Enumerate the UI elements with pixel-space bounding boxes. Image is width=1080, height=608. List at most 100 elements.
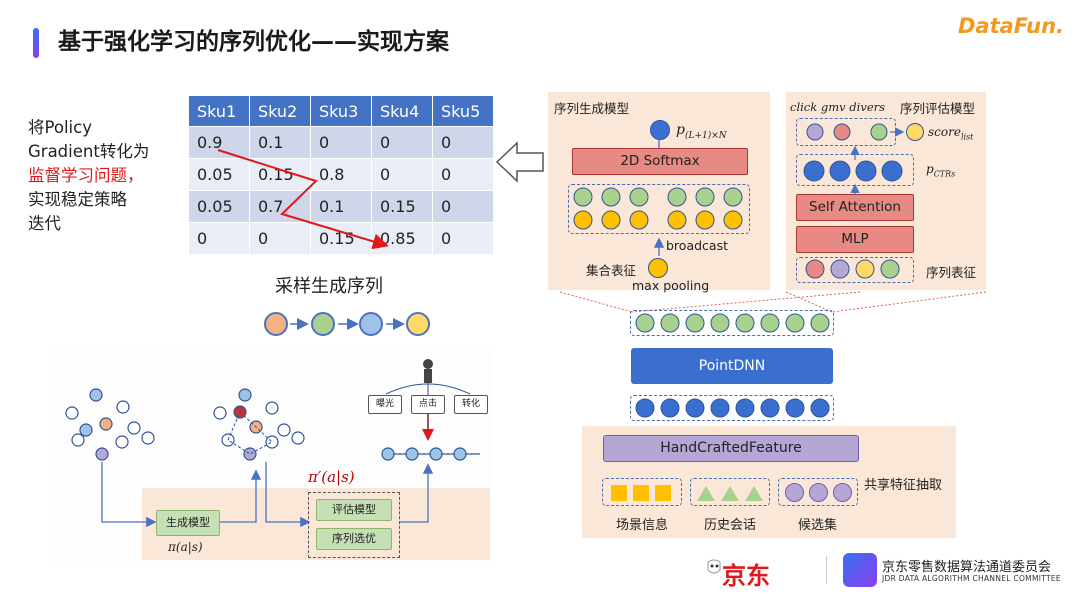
candidates-group <box>778 478 858 506</box>
desc-highlight: 监督学习问题 <box>28 166 127 185</box>
eval-seq-repr-nodes <box>805 259 900 279</box>
pctr-label: pCTRs <box>926 162 955 178</box>
table-cell: 0 <box>249 222 311 255</box>
shared-feature-panel: HandCraftedFeature 共享特征抽取 场景信息 历史会话 候选集 <box>582 426 956 538</box>
gen-formula: π(a|s) <box>168 540 203 554</box>
desc-line-4: 实现稳定策略 <box>28 190 127 209</box>
output-sequence <box>381 447 480 461</box>
jd-dog-icon <box>704 556 724 584</box>
table-cell: 0.1 <box>249 126 311 159</box>
policy-dashed-box <box>308 492 400 558</box>
scene-square <box>655 485 671 501</box>
table-cell: 0.05 <box>188 158 250 191</box>
table-header: Sku5 <box>432 95 494 127</box>
gen-green-row <box>573 187 743 207</box>
seq-repr-label: 序列表征 <box>926 265 977 280</box>
table-cell: 0 <box>188 222 250 255</box>
desc-line-2: Gradient转化为 <box>28 142 150 161</box>
feedback-click: 点击 <box>411 395 445 414</box>
committee-logo-icon <box>843 553 877 587</box>
pctr-sub: CTRs <box>933 169 956 179</box>
score-text: score <box>928 125 961 139</box>
output-p: p <box>676 122 685 138</box>
candidate-node <box>833 483 852 502</box>
shared-feature-label: 共享特征抽取 <box>864 478 943 493</box>
scene-square <box>611 485 627 501</box>
score-list-label: scorelist <box>928 125 973 141</box>
shared-bottom-group <box>630 395 834 421</box>
self-attention-box: Self Attention <box>796 194 914 221</box>
sku-probability-table: Sku1 Sku2 Sku3 Sku4 Sku5 0.9 0.1 0 0 0 0… <box>188 95 494 255</box>
jd-logo-text: 京东 <box>722 562 770 590</box>
candidate-node <box>785 483 804 502</box>
sample-node <box>406 312 430 336</box>
sample-node <box>311 312 335 336</box>
table-cell: 0.7 <box>249 190 311 223</box>
sample-node <box>264 312 288 336</box>
table-cell: 0.1 <box>310 190 372 223</box>
page-title: 基于强化学习的序列优化——实现方案 <box>58 29 449 55</box>
eval-metrics-label: click gmv divers <box>790 100 886 114</box>
shared-green-row <box>635 313 830 333</box>
sample-sequence-label: 采样生成序列 <box>275 276 383 297</box>
title-accent-bar <box>33 28 39 58</box>
table-cell: 0 <box>371 158 433 191</box>
sampling-path-line <box>217 149 389 250</box>
point-dnn-box: PointDNN <box>631 348 833 384</box>
datafun-logo: DataFun. <box>958 14 1064 38</box>
eval-score-inputs <box>806 123 888 141</box>
pi-prime-label: π′(a|s) <box>308 468 355 486</box>
output-node <box>650 120 670 140</box>
table-cell: 0 <box>310 126 372 159</box>
sample-node <box>359 312 383 336</box>
broadcast-label: broadcast <box>666 238 728 253</box>
logo-text: DataFun. <box>958 14 1065 38</box>
eval-panel-title: 序列评估模型 <box>900 101 976 116</box>
set-pooling-node <box>648 258 668 278</box>
score-node <box>906 123 924 141</box>
table-cell: 0.9 <box>188 126 250 159</box>
desc-line-5: 迭代 <box>28 214 61 233</box>
table-cell: 0 <box>371 126 433 159</box>
feedback-convert: 转化 <box>454 395 488 414</box>
flow-arrows <box>101 462 434 528</box>
seq-select-box: 序列选优 <box>316 528 392 550</box>
handcrafted-feature-box: HandCraftedFeature <box>603 435 859 462</box>
table-cell: 0 <box>432 190 494 223</box>
desc-comma: ， <box>127 166 144 185</box>
feedback-exposure: 曝光 <box>368 395 402 414</box>
sample-sequence-diagram <box>264 312 430 336</box>
softmax-input-group <box>568 184 750 234</box>
pctr-text: p <box>926 162 934 176</box>
history-group <box>690 478 770 506</box>
shared-blue-row <box>635 398 830 418</box>
score-sub: list <box>960 132 974 142</box>
candidates-label: 候选集 <box>798 518 838 533</box>
gen-panel-title: 序列生成模型 <box>554 101 630 116</box>
left-arrow-icon <box>495 141 544 183</box>
state-graph-2 <box>213 388 305 461</box>
history-triangles <box>697 486 763 501</box>
feedback-branch <box>385 359 471 441</box>
output-sub: (L+1)×N <box>684 130 727 141</box>
desc-line-1: 将Policy <box>28 118 92 137</box>
candidate-node <box>809 483 828 502</box>
scene-group <box>602 478 682 506</box>
gen-yellow-row <box>573 210 743 230</box>
desc-line-3: 监督学习问题， <box>28 164 188 188</box>
table-cell: 0.8 <box>310 158 372 191</box>
table-row: 0.9 0.1 0 0 0 <box>188 126 494 159</box>
table-header: Sku1 <box>188 95 250 127</box>
flow-graph <box>65 359 480 528</box>
max-pooling-label: max pooling <box>632 278 710 293</box>
scene-square <box>633 485 649 501</box>
committee-name-cn: 京东零售数据算法通道委员会 <box>882 560 1052 575</box>
set-repr-label: 集合表征 <box>586 263 637 278</box>
gen-model-box: 生成模型 <box>156 510 220 536</box>
shared-top-group <box>630 310 834 336</box>
eval-model-box: 评估模型 <box>316 499 392 521</box>
softmax-box: 2D Softmax <box>572 148 748 175</box>
eval-pctr-nodes <box>803 160 903 182</box>
